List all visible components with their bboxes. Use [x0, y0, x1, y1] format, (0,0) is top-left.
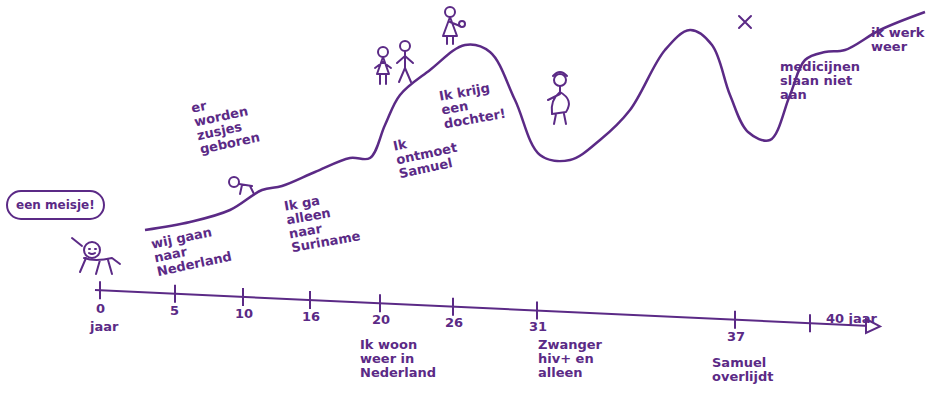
- axis-tick: [309, 291, 311, 309]
- speech-bubble: een meisje!: [6, 190, 105, 220]
- event-label: er worden zusjes geboren: [190, 87, 272, 157]
- time-axis: [95, 290, 870, 326]
- axis-tick: [99, 281, 101, 299]
- axis-tick: [536, 302, 538, 320]
- axis-number: 0: [96, 302, 116, 316]
- axis-number: 37: [727, 330, 751, 344]
- axis-tick: [242, 288, 244, 306]
- axis-number: 16: [302, 310, 326, 324]
- event-label: Ik ga alleen naar Suriname: [283, 186, 373, 255]
- event-label: wij gaan naar Nederland: [150, 221, 239, 279]
- life-curve: [145, 12, 925, 230]
- axis-unit: jaar: [90, 320, 130, 334]
- axis-tick: [734, 311, 736, 329]
- axis-number: 26: [445, 316, 469, 330]
- axis-tick: [379, 294, 381, 312]
- axis-tick: [809, 314, 811, 332]
- event-label: Zwanger hiv+ en alleen: [538, 338, 614, 380]
- event-label: Ik woon weer in Nederland: [360, 338, 442, 380]
- mother-figure: [443, 7, 465, 44]
- baby-figure: [72, 238, 120, 274]
- axis-tick: [174, 285, 176, 303]
- axis-tick: [452, 298, 454, 316]
- crawling-baby: [229, 177, 254, 194]
- couple-figures: [375, 41, 413, 84]
- axis-number: 40 jaar: [826, 312, 896, 326]
- event-label: Ik krijg een dochter!: [438, 78, 512, 131]
- event-label: ik werk weer: [871, 26, 925, 54]
- pregnant-figure: [548, 72, 569, 124]
- death-cross: [739, 16, 751, 28]
- speech-text: een meisje!: [16, 198, 95, 212]
- event-label: Ik ontmoet Samuel: [392, 125, 469, 181]
- axis-number: 5: [170, 304, 190, 318]
- axis-number: 10: [235, 307, 259, 321]
- event-label: medicijnen slaan niet aan: [780, 60, 866, 102]
- axis-number: 31: [529, 320, 553, 334]
- event-label: Samuel overlijdt: [712, 356, 802, 384]
- axis-number: 20: [372, 313, 396, 327]
